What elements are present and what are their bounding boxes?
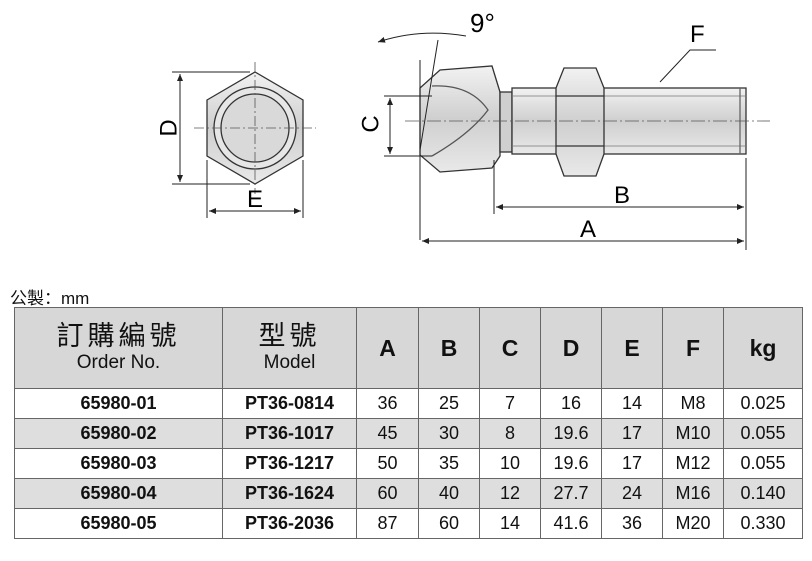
unit-label: 公製：mm bbox=[10, 289, 90, 308]
cell-kg: 0.025 bbox=[723, 388, 803, 419]
cell-order-no: 65980-01 bbox=[14, 388, 223, 419]
header-b: B bbox=[418, 307, 480, 389]
hex-end-view bbox=[194, 62, 316, 194]
header-d: D bbox=[540, 307, 602, 389]
cell-kg: 0.140 bbox=[723, 478, 803, 509]
header-order-no-en: Order No. bbox=[76, 352, 161, 373]
cell-model: PT36-1217 bbox=[222, 448, 357, 479]
label-c: C bbox=[357, 115, 384, 132]
cell-kg: 0.055 bbox=[723, 418, 803, 449]
dimension-e bbox=[206, 160, 304, 218]
dimension-c bbox=[384, 95, 432, 157]
cell-d: 19.6 bbox=[540, 448, 602, 479]
cell-order-no: 65980-04 bbox=[14, 478, 223, 509]
label-f: F bbox=[690, 21, 705, 48]
header-model-en: Model bbox=[263, 352, 316, 373]
cell-order-no: 65980-03 bbox=[14, 448, 223, 479]
cell-c: 14 bbox=[479, 508, 541, 539]
cell-c: 10 bbox=[479, 448, 541, 479]
cell-kg: 0.055 bbox=[723, 448, 803, 479]
cell-c: 12 bbox=[479, 478, 541, 509]
cell-model: PT36-1017 bbox=[222, 418, 357, 449]
cell-order-no: 65980-05 bbox=[14, 508, 223, 539]
cell-f: M10 bbox=[662, 418, 724, 449]
cell-model: PT36-0814 bbox=[222, 388, 357, 419]
header-model-zh: 型號 bbox=[258, 321, 321, 351]
cell-model: PT36-2036 bbox=[222, 508, 357, 539]
cell-d: 16 bbox=[540, 388, 602, 419]
cell-b: 40 bbox=[418, 478, 480, 509]
label-a: A bbox=[580, 216, 596, 243]
table-row: 65980-01 PT36-0814 36 25 7 16 14 M8 0.02… bbox=[14, 388, 803, 419]
header-e: E bbox=[601, 307, 663, 389]
cell-e: 14 bbox=[601, 388, 663, 419]
label-e: E bbox=[247, 186, 263, 213]
table-row: 65980-04 PT36-1624 60 40 12 27.7 24 M16 … bbox=[14, 478, 803, 509]
header-kg: kg bbox=[723, 307, 803, 389]
cell-b: 35 bbox=[418, 448, 480, 479]
label-d: D bbox=[155, 119, 182, 136]
cell-b: 60 bbox=[418, 508, 480, 539]
cell-c: 8 bbox=[479, 418, 541, 449]
cell-b: 25 bbox=[418, 388, 480, 419]
cell-f: M16 bbox=[662, 478, 724, 509]
dimension-d bbox=[172, 71, 250, 185]
cell-d: 27.7 bbox=[540, 478, 602, 509]
cell-c: 7 bbox=[479, 388, 541, 419]
angle-label: 9° bbox=[470, 8, 495, 38]
cell-a: 87 bbox=[356, 508, 419, 539]
cell-e: 17 bbox=[601, 448, 663, 479]
cell-model: PT36-1624 bbox=[222, 478, 357, 509]
table-row: 65980-05 PT36-2036 87 60 14 41.6 36 M20 … bbox=[14, 508, 803, 539]
cell-e: 36 bbox=[601, 508, 663, 539]
table-header-row: 訂購編號 Order No. 型號 Model A B C D E F kg bbox=[14, 307, 803, 389]
spec-table: 訂購編號 Order No. 型號 Model A B C D E F kg 6… bbox=[14, 307, 803, 539]
label-b: B bbox=[614, 182, 630, 209]
cell-d: 19.6 bbox=[540, 418, 602, 449]
cell-a: 36 bbox=[356, 388, 419, 419]
cell-a: 50 bbox=[356, 448, 419, 479]
leader-f bbox=[659, 49, 716, 83]
header-c: C bbox=[479, 307, 541, 389]
cell-e: 17 bbox=[601, 418, 663, 449]
cell-f: M12 bbox=[662, 448, 724, 479]
header-f: F bbox=[662, 307, 724, 389]
header-order-no-zh: 訂購編號 bbox=[56, 321, 181, 351]
dimension-b bbox=[493, 158, 747, 250]
cell-order-no: 65980-02 bbox=[14, 418, 223, 449]
header-order-no: 訂購編號 Order No. bbox=[14, 307, 223, 389]
cell-d: 41.6 bbox=[540, 508, 602, 539]
cell-f: M8 bbox=[662, 388, 724, 419]
header-a: A bbox=[356, 307, 419, 389]
cell-a: 60 bbox=[356, 478, 419, 509]
cell-a: 45 bbox=[356, 418, 419, 449]
angle-indicator bbox=[377, 32, 467, 240]
bolt-side-view bbox=[405, 65, 770, 177]
technical-drawing: D E 9° C F bbox=[155, 8, 770, 250]
header-model: 型號 Model bbox=[222, 307, 357, 389]
cell-kg: 0.330 bbox=[723, 508, 803, 539]
table-row: 65980-02 PT36-1017 45 30 8 19.6 17 M10 0… bbox=[14, 418, 803, 449]
cell-f: M20 bbox=[662, 508, 724, 539]
cell-b: 30 bbox=[418, 418, 480, 449]
table-row: 65980-03 PT36-1217 50 35 10 19.6 17 M12 … bbox=[14, 448, 803, 479]
cell-e: 24 bbox=[601, 478, 663, 509]
